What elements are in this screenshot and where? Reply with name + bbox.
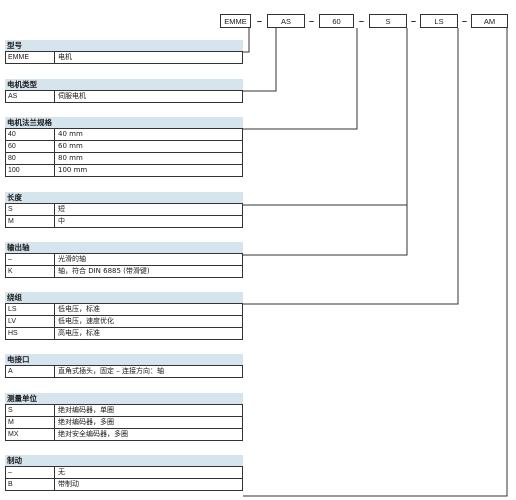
connector-type (243, 28, 250, 53)
code-box-length: S (369, 14, 407, 28)
connector-length (243, 28, 408, 206)
section-title: 输出轴 (5, 242, 243, 254)
section-title: 长度 (5, 192, 243, 204)
code-separator: – (309, 16, 315, 26)
code-box-connection: AM (471, 14, 508, 28)
section-title: 绕组 (5, 292, 243, 304)
code-box-type: EMME (220, 14, 251, 28)
section-title: 电机法兰规格 (5, 117, 243, 129)
table-row: –光滑的轴 (6, 254, 242, 266)
code-separator: – (359, 16, 365, 26)
section-title: 测量单位 (5, 393, 243, 405)
connector-shaft (243, 205, 408, 256)
connector-motor-type (243, 28, 277, 92)
section-title: 电接口 (5, 354, 243, 366)
code-box-winding: LS (420, 14, 458, 28)
section-title: 制动 (5, 455, 243, 467)
code-separator: – (462, 16, 468, 26)
connector-flange (243, 28, 358, 130)
section-title: 电机类型 (5, 79, 243, 91)
section-title: 型号 (5, 40, 243, 52)
code-box-flange: 60 (319, 14, 354, 28)
table-row: –无 (6, 467, 242, 479)
code-separator: – (411, 16, 417, 26)
code-box-motor-type: AS (267, 14, 305, 28)
connector-connection (243, 28, 508, 497)
connector-winding (243, 28, 459, 305)
code-separator: – (257, 16, 263, 26)
